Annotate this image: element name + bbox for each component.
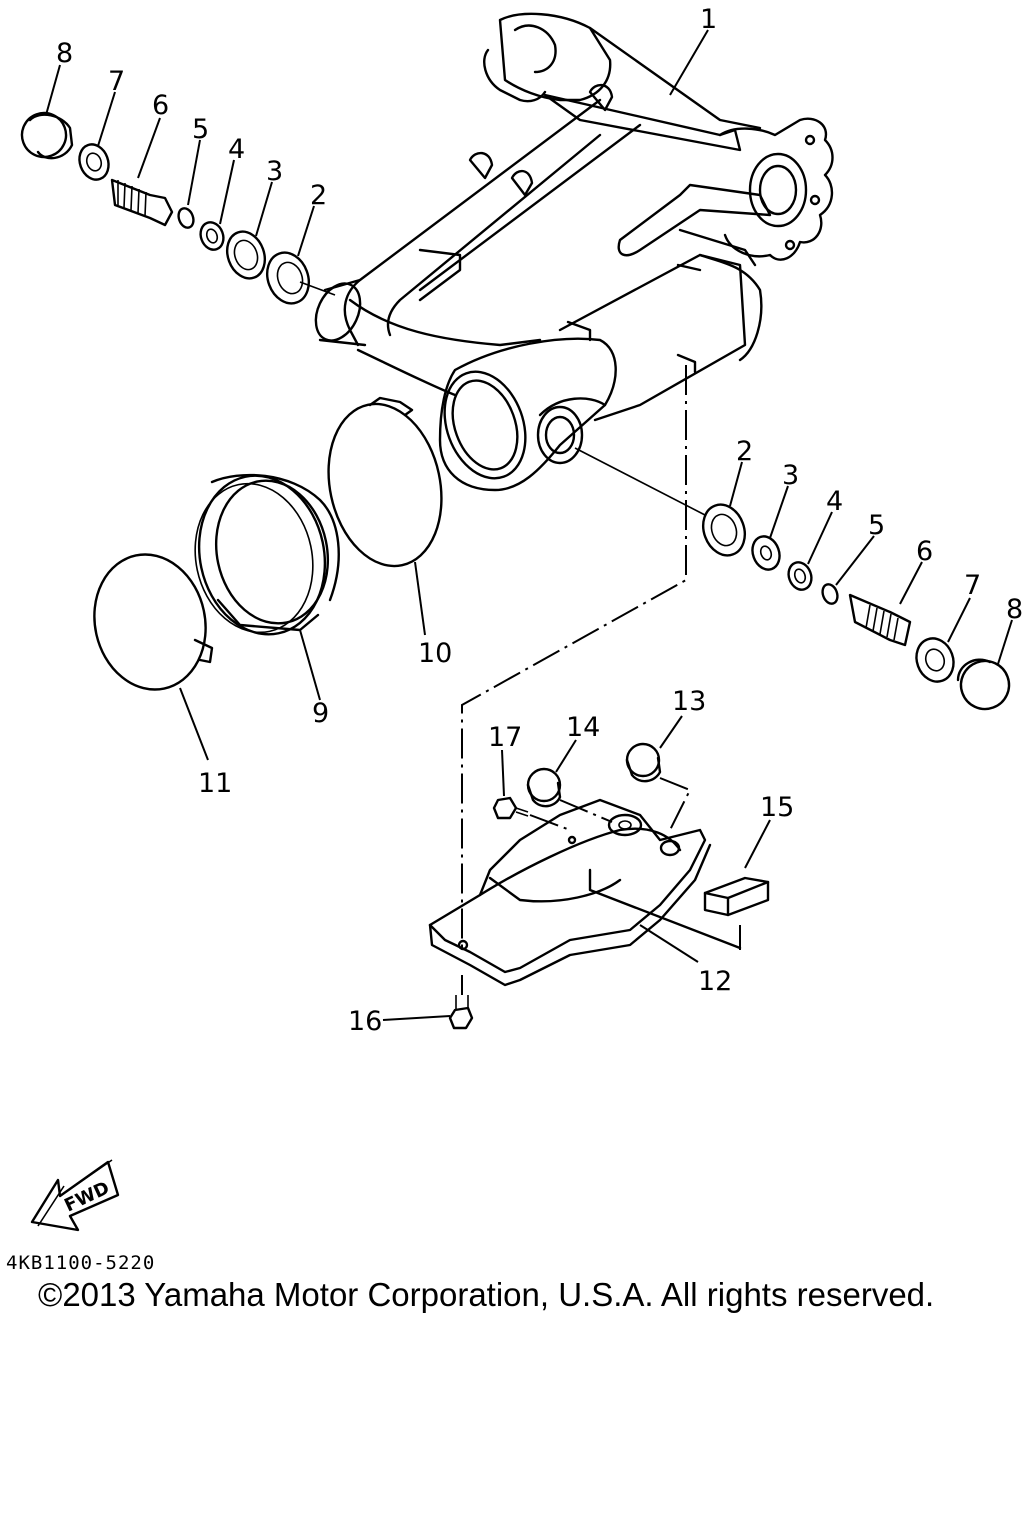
callout-3-right: 3 — [782, 460, 799, 491]
right-pivot-hardware — [574, 447, 1013, 711]
callout-6-left: 6 — [152, 90, 169, 121]
fwd-label: FWD — [61, 1178, 113, 1217]
callout-9: 9 — [312, 698, 329, 729]
boot-and-bands — [93, 396, 443, 761]
callout-4-left: 4 — [228, 134, 245, 165]
callout-2-left: 2 — [310, 180, 327, 211]
callout-14: 14 — [566, 712, 600, 743]
callout-8-left: 8 — [56, 38, 73, 69]
callout-17: 17 — [488, 722, 522, 753]
callout-2-right: 2 — [736, 436, 753, 467]
callout-5-right: 5 — [868, 510, 885, 541]
callout-4-right: 4 — [826, 486, 843, 517]
copyright-notice: ©2013 Yamaha Motor Corporation, U.S.A. A… — [38, 1276, 935, 1313]
callout-13: 13 — [672, 686, 706, 717]
callout-15: 15 — [760, 792, 794, 823]
guard-assembly — [382, 365, 771, 1030]
swingarm-part-1 — [314, 12, 834, 492]
callout-11: 11 — [198, 768, 232, 799]
callout-7-left: 7 — [108, 66, 125, 97]
callout-8-right: 8 — [1006, 594, 1023, 625]
callout-1: 1 — [700, 4, 717, 35]
callout-16: 16 — [348, 1006, 382, 1037]
diagram-code: 4KB1100-5220 — [6, 1252, 156, 1274]
callout-7-right: 7 — [964, 570, 981, 601]
callout-3-left: 3 — [266, 156, 283, 187]
callout-12: 12 — [698, 966, 732, 997]
callout-10: 10 — [418, 638, 452, 669]
callout-6-right: 6 — [916, 536, 933, 567]
callout-5-left: 5 — [192, 114, 209, 145]
callout-labels: 1 8 7 6 5 4 3 2 2 3 4 5 6 7 8 9 10 11 12… — [56, 4, 1023, 1037]
fwd-arrow-icon: FWD — [30, 1159, 120, 1232]
left-pivot-hardware — [20, 64, 336, 305]
